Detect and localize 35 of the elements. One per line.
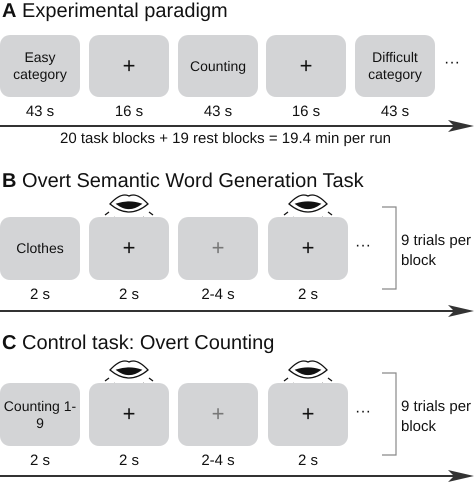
duration-label: 2 s bbox=[118, 286, 140, 303]
panel-heading: B Overt Semantic Word Generation Task bbox=[2, 170, 364, 193]
duration-label: 43 s bbox=[24, 103, 56, 120]
fixation-cross-card: + bbox=[178, 383, 258, 446]
fixation-cross-card: + bbox=[268, 217, 348, 280]
fixation-cross-card: + bbox=[266, 35, 346, 97]
ellipsis: ··· bbox=[355, 403, 371, 421]
fixation-cross-card: + bbox=[89, 35, 169, 97]
duration-label: 2-4 s bbox=[200, 452, 236, 469]
duration-label: 2 s bbox=[28, 452, 51, 469]
panel-heading: C Control task: Overt Counting bbox=[2, 332, 274, 355]
note-text: 9 trials per block bbox=[401, 231, 472, 270]
stimulus-card: Easy category bbox=[0, 35, 80, 97]
duration-label: 2 s bbox=[296, 452, 319, 469]
duration-label: 16 s bbox=[114, 103, 144, 120]
stimulus-card: Difficult category bbox=[355, 35, 435, 97]
fixation-cross-card: + bbox=[178, 217, 258, 280]
fixation-cross-card: + bbox=[89, 217, 169, 280]
stimulus-card: Clothes bbox=[0, 217, 80, 280]
stimulus-card: Counting bbox=[178, 35, 258, 97]
duration-label: 16 s bbox=[290, 103, 322, 120]
panel-heading: A Experimental paradigm bbox=[2, 0, 228, 23]
summary-text: 20 task blocks + 19 rest blocks = 19.4 min per run bbox=[60, 130, 392, 147]
duration-label: 43 s bbox=[202, 103, 234, 120]
fixation-cross-card: + bbox=[89, 383, 169, 446]
ellipsis: ··· bbox=[355, 237, 371, 255]
stimulus-card: Counting 1-9 bbox=[0, 383, 80, 446]
duration-label: 2-4 s bbox=[200, 286, 236, 303]
duration-label: 2 s bbox=[118, 452, 140, 469]
note-text: 9 trials per block bbox=[401, 397, 472, 436]
duration-label: 2 s bbox=[28, 286, 51, 303]
duration-label: 2 s bbox=[296, 286, 319, 303]
fixation-cross-card: + bbox=[268, 383, 348, 446]
ellipsis: ··· bbox=[444, 54, 460, 72]
duration-label: 43 s bbox=[380, 103, 410, 120]
